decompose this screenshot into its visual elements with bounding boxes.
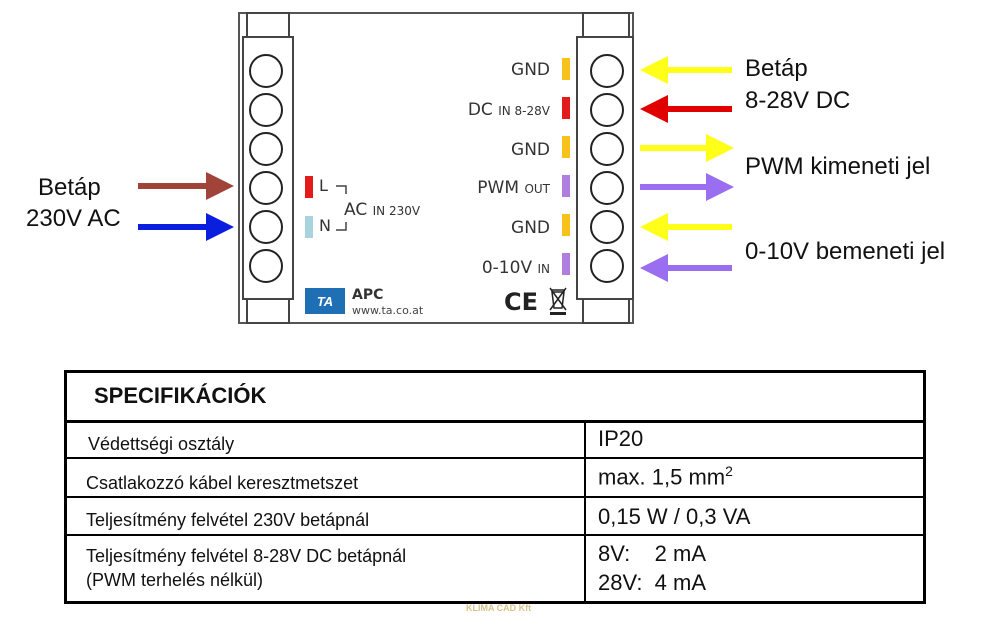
table-row-label: Csatlakozzó kábel keresztmetszet bbox=[86, 473, 359, 493]
terminal-main: 0-10V bbox=[481, 258, 533, 278]
gnd-color-bar bbox=[562, 136, 570, 158]
right-label-0-10v: 0-10V bemeneti jel bbox=[745, 238, 946, 265]
right-terminal-hole bbox=[590, 132, 624, 166]
l-color-bar bbox=[305, 176, 313, 198]
brown-arrow-right bbox=[138, 172, 234, 200]
n-letter: N bbox=[319, 216, 331, 235]
terminal-main: GND bbox=[511, 218, 550, 238]
table-row-value: max. 1,5 mm2 bbox=[598, 462, 733, 492]
ce-mark: CE bbox=[504, 288, 539, 316]
table-row-value: IP20 bbox=[598, 426, 644, 451]
left-terminal-hole-n bbox=[249, 210, 283, 244]
blue-arrow-right bbox=[138, 213, 234, 241]
left-terminal-hole bbox=[249, 93, 283, 127]
gnd-color-bar bbox=[562, 58, 570, 80]
0-10v-in-color-bar bbox=[562, 253, 570, 275]
right-terminal-hole bbox=[590, 54, 624, 88]
right-terminal-hole bbox=[590, 249, 624, 283]
dc-in-color-bar bbox=[562, 97, 570, 119]
purple-arrow-right-pwm bbox=[640, 173, 734, 201]
ac-label-sub: IN 230V bbox=[372, 204, 421, 218]
terminal-main: GND bbox=[511, 140, 550, 160]
right-terminal-hole bbox=[590, 93, 624, 127]
ac-bracket bbox=[336, 185, 347, 231]
n-color-bar bbox=[305, 216, 313, 238]
table-divider bbox=[64, 420, 926, 423]
left-label-betap: Betáp bbox=[38, 174, 101, 201]
yellow-arrow-right-gnd bbox=[640, 134, 734, 162]
terminal-sub: IN bbox=[537, 262, 550, 276]
left-terminal-hole bbox=[249, 54, 283, 88]
value-text: max. 1,5 mm bbox=[598, 464, 726, 490]
terminal-main: DC bbox=[467, 100, 493, 120]
red-arrow-left-dc bbox=[640, 95, 732, 123]
terminal-label-dc-in: DC IN 8-28V bbox=[468, 100, 550, 120]
yellow-arrow-left-gnd-2 bbox=[640, 213, 732, 241]
terminal-sub: OUT bbox=[524, 182, 550, 196]
table-row-label: Védettségi osztály bbox=[88, 434, 235, 454]
table-row-label: Teljesítmény felvétel 230V betápnál bbox=[86, 510, 370, 530]
left-terminal-hole bbox=[249, 132, 283, 166]
terminal-main: PWM bbox=[477, 178, 520, 198]
terminal-label-gnd-3: GND bbox=[511, 218, 550, 238]
pwm-out-color-bar bbox=[562, 175, 570, 197]
terminal-main: GND bbox=[511, 60, 550, 80]
right-terminal-hole bbox=[590, 171, 624, 205]
left-top-tab bbox=[246, 12, 290, 38]
table-column-divider bbox=[584, 420, 586, 604]
terminal-label-0-10v-in: 0-10V IN bbox=[482, 258, 550, 278]
ta-logo: TA bbox=[305, 288, 345, 314]
terminal-sub: IN 8-28V bbox=[498, 104, 550, 118]
weee-bin-icon bbox=[549, 287, 567, 315]
table-divider bbox=[64, 457, 926, 459]
right-label-pwm: PWM kimeneti jel bbox=[745, 153, 931, 180]
table-divider bbox=[64, 534, 926, 536]
l-letter: L bbox=[319, 176, 328, 195]
right-label-8-28v-dc: 8-28V DC bbox=[745, 87, 851, 114]
terminal-label-pwm-out: PWM OUT bbox=[477, 178, 550, 198]
left-terminal-hole-l bbox=[249, 171, 283, 205]
left-terminal-hole bbox=[249, 249, 283, 283]
gnd-color-bar bbox=[562, 214, 570, 236]
table-row-label: Teljesítmény felvétel 8-28V DC betápnál bbox=[86, 546, 407, 566]
yellow-arrow-left-gnd bbox=[640, 56, 732, 84]
table-row-value: 8V: 2 mA bbox=[598, 541, 707, 566]
arrows-layer bbox=[138, 56, 734, 282]
table-row-label-note: (PWM terhelés nélkül) bbox=[86, 570, 264, 590]
table-row-value: 0,15 W / 0,3 VA bbox=[598, 504, 751, 529]
spec-title: SPECIFIKÁCIÓK bbox=[94, 383, 267, 408]
brand-url: www.ta.co.at bbox=[352, 304, 424, 317]
table-row-value-2: 28V: 4 mA bbox=[598, 570, 707, 595]
ac-label-main: AC bbox=[344, 200, 368, 220]
ac-input-label: AC IN 230V bbox=[344, 200, 420, 220]
purple-arrow-left-0-10v bbox=[640, 254, 732, 282]
watermark: KLIMA CAD Kft bbox=[466, 603, 532, 613]
right-label-betap: Betáp bbox=[745, 55, 808, 82]
spec-table bbox=[64, 370, 926, 604]
right-terminal-hole bbox=[590, 210, 624, 244]
terminal-label-gnd-1: GND bbox=[511, 60, 550, 80]
brand-name: APC bbox=[352, 287, 384, 303]
terminal-label-gnd-2: GND bbox=[511, 140, 550, 160]
left-label-230v-ac: 230V AC bbox=[26, 205, 121, 232]
table-divider bbox=[64, 496, 926, 498]
value-superscript: 2 bbox=[725, 463, 733, 479]
